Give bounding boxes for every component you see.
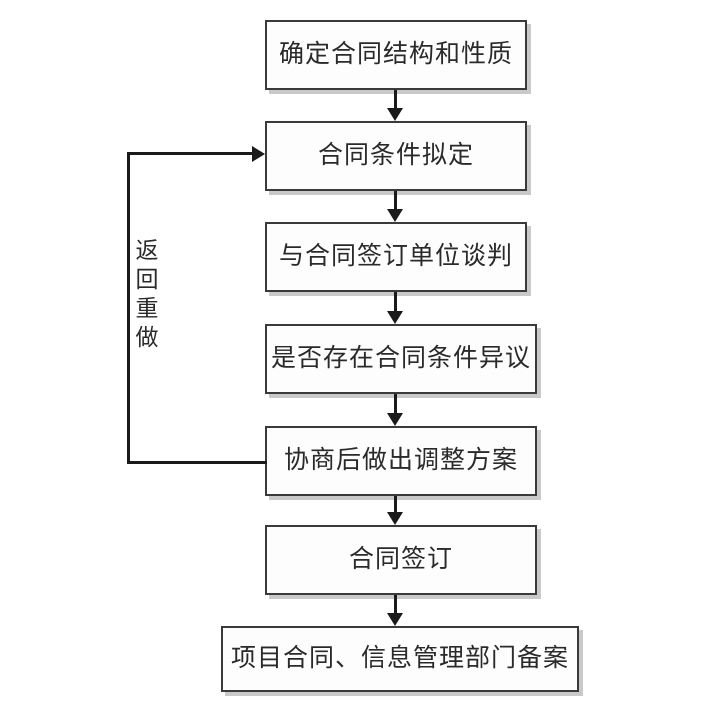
connector-line-n3-n4: [394, 292, 397, 313]
flow-node-label: 项目合同、信息管理部门备案: [230, 645, 569, 673]
connector-arrowhead-n4-n5: [387, 413, 403, 426]
flow-node-label: 与合同签订单位谈判: [278, 243, 513, 271]
connector-loop-arrowhead: [252, 146, 265, 162]
flow-node-sign-contract[interactable]: 合同签订: [265, 525, 537, 595]
connector-line-n2-n3: [394, 191, 397, 211]
flow-node-label: 协商后做出调整方案: [283, 447, 518, 475]
connector-arrowhead-n3-n4: [387, 311, 403, 324]
flow-node-label: 是否存在合同条件异议: [270, 345, 531, 373]
connector-line-n5-n6: [394, 496, 397, 514]
connector-arrowhead-n5-n6: [387, 512, 403, 525]
connector-line-n1-n2: [394, 90, 397, 110]
flow-node-draft-contract-terms[interactable]: 合同条件拟定: [265, 121, 527, 191]
flow-node-determine-contract-structure[interactable]: 确定合同结构和性质: [265, 20, 527, 90]
connector-arrowhead-n6-n7: [387, 613, 403, 626]
connector-arrowhead-n1-n2: [387, 108, 403, 121]
connector-loop-bottom-segment: [127, 461, 267, 464]
connector-line-n4-n5: [394, 394, 397, 415]
connector-loop-top-segment: [127, 152, 255, 155]
connector-loop-vertical-rail: [127, 152, 130, 464]
flow-node-label: 合同签订: [348, 546, 453, 574]
flow-node-label: 合同条件拟定: [317, 142, 474, 170]
connector-line-n6-n7: [394, 595, 397, 615]
flow-node-label: 确定合同结构和性质: [278, 41, 513, 69]
connector-arrowhead-n2-n3: [387, 209, 403, 222]
flow-node-negotiate-with-signing-party[interactable]: 与合同签订单位谈判: [265, 222, 527, 292]
flow-node-file-with-contract-and-info-dept[interactable]: 项目合同、信息管理部门备案: [221, 626, 579, 692]
connector-loop-label: 返回重做: [132, 238, 157, 354]
flow-node-any-objections-to-terms[interactable]: 是否存在合同条件异议: [265, 324, 537, 394]
flow-node-adjustment-plan-after-negotiation[interactable]: 协商后做出调整方案: [265, 426, 537, 496]
